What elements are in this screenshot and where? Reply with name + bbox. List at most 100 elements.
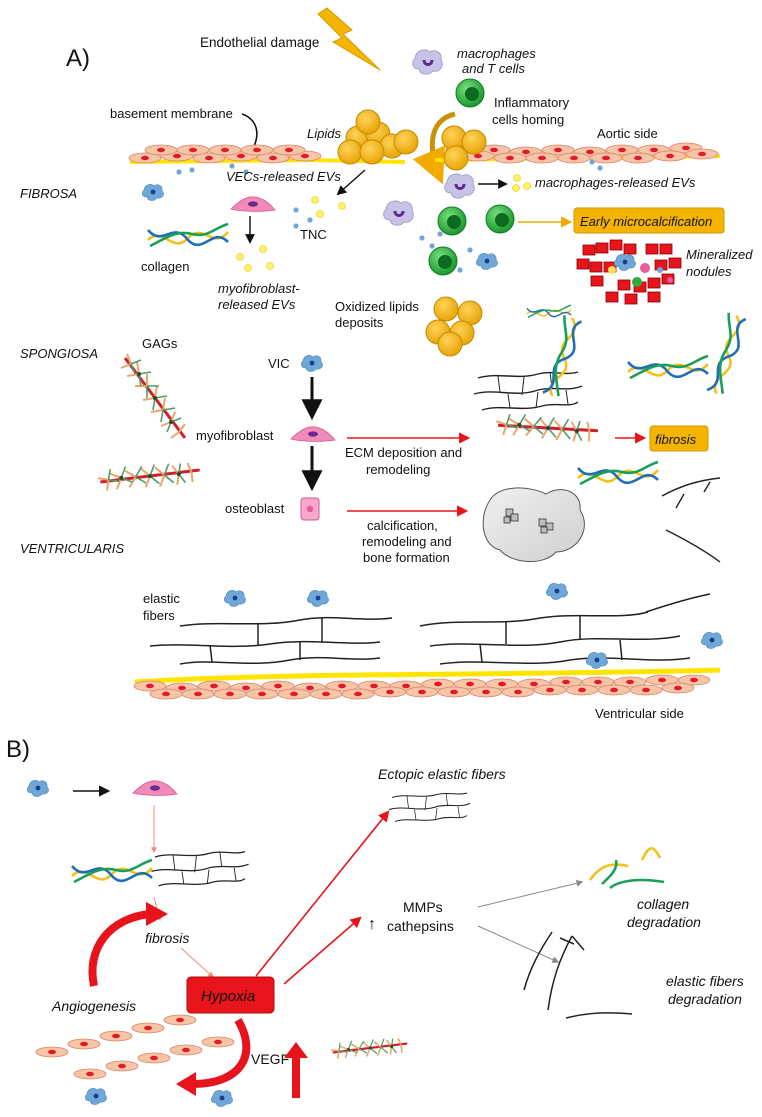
blood-vessels [35,1014,235,1080]
gag-icon [327,1010,409,1087]
vic-cell-icon [141,183,165,202]
homing-arrow [412,111,456,185]
elastic-degradation-line1: elastic fibers [666,973,744,989]
mineralized-label-line2: nodules [686,264,732,279]
collagen-degradation-line1: collagen [637,896,689,912]
collagen-icon [626,354,710,380]
fibrosis-label-b: fibrosis [145,930,189,946]
cathepsins-label: cathepsins [387,918,454,934]
myofib-yellow-evs [236,245,274,272]
angiogenesis-arrowhead [146,902,168,926]
inflammatory-label-line2: cells homing [492,112,564,127]
early-microcalcification-box [573,207,725,234]
myofibroblast-evs-line2: released EVs [218,297,296,312]
collagen-icon [70,858,154,884]
lipid-deposit [337,109,419,165]
oxidized-lipids [425,296,483,357]
collagen-icon [576,460,660,486]
bone-nodule [482,487,585,563]
mmps-label: MMPs [403,899,443,915]
elastic-degradation-line2: degradation [668,991,742,1007]
angiogenesis-arrow [88,910,151,987]
collagen-label: collagen [141,259,189,274]
vic-cell-icon [613,253,637,272]
tnc-label: TNC [300,227,327,242]
vecs-arrow [336,169,366,196]
elastic-fibers-icon [150,850,250,887]
macrophage-icon [443,172,476,200]
degraded-elastic-icon [523,931,633,1019]
ectopic-label: Ectopic elastic fibers [378,766,506,782]
fibrosis-fibers [661,477,721,563]
vic-cell-icon [306,589,330,608]
t-cell-icon [485,204,515,234]
calcification-label-line3: bone formation [363,550,450,565]
aortic-endothelium [128,142,721,164]
t-cell-icon [428,246,458,276]
fibrosis-box [649,425,709,452]
vic-cell-icon [545,582,569,601]
hypoxia-loop-arrow [191,1017,251,1088]
lipids-label: Lipids [307,126,341,141]
mac-yellow-evs [512,174,531,192]
lipid-deposit-right [441,125,487,171]
mineralized-label-line1: Mineralized [686,247,753,262]
to-mmps-arrow [283,916,362,985]
vic-label: VIC [268,356,290,371]
vic-cell-icon [585,651,609,670]
vic-cell-icon [700,631,724,650]
degraded-collagen-icon [588,847,665,890]
osteoblast-nucleus [306,505,314,513]
myofibroblast-label: myofibroblast [196,428,274,443]
gag-icon [119,352,187,440]
gag-icon [93,426,202,527]
vegf-up-arrow [284,1042,308,1098]
vic-cell-icon [210,1089,234,1108]
ventricular-endothelium [133,667,721,700]
to-ectopic-arrow [255,810,390,977]
vic-cell-icon [475,252,499,271]
to-elastic-deg-arrow [477,925,560,963]
macrophage-icon [411,48,444,76]
vecs-yellow-evs [311,196,346,218]
vegf-label: VEGF [251,1051,289,1067]
fibrosa-label: FIBROSA [20,186,77,201]
ecm-label-line2: remodeling [366,462,430,477]
endothelial-damage-label: Endothelial damage [200,35,319,50]
elastic-fibers-label-line2: fibers [143,608,175,623]
macrophages-evs-label: macrophages-released EVs [535,175,696,190]
elastic-fibers-icon [388,792,471,823]
macrophages-label-line1: macrophages [457,46,536,61]
early-microcalcification-label: Early microcalcification [580,214,712,229]
elastic-fibers-icon [473,371,583,411]
hypoxia-label: Hypoxia [201,988,255,1005]
hypoxia-loop-arrowhead [176,1072,196,1096]
calcification-label-line2: remodeling and [362,534,452,549]
gags-label: GAGs [142,336,178,351]
collagen-icon [700,311,751,397]
t-cell-icon [455,78,485,108]
bone-osteocytes [503,508,554,534]
lightning-icon [317,7,381,71]
oxidized-label-line2: deposits [335,315,384,330]
myofibroblast-icon [230,196,276,212]
hypoxia-box [186,976,275,1014]
calcification-label-line1: calcification, [367,518,438,533]
t-cell-icon [437,206,467,236]
ecm-label-line1: ECM deposition and [345,445,462,460]
oxidized-label-line1: Oxidized lipids [335,299,419,314]
macrophage-icon [382,199,415,227]
vic-cell-icon [26,779,50,798]
ventricularis-elastic-fibers [149,593,711,665]
collagen-degradation-line2: degradation [627,914,701,930]
to-collagen-deg-arrow [477,879,584,908]
panel-b-label: B) [6,736,30,763]
panel-a-label: A) [66,45,90,72]
myofibroblast-icon [132,780,178,796]
vic-cell-icon [300,354,324,373]
inflammatory-label-line1: Inflammatory [494,95,570,110]
fibrosis-label: fibrosis [655,432,697,447]
mmps-up-arrow: ↑ [368,916,376,933]
vec-evs-dots [176,159,603,273]
